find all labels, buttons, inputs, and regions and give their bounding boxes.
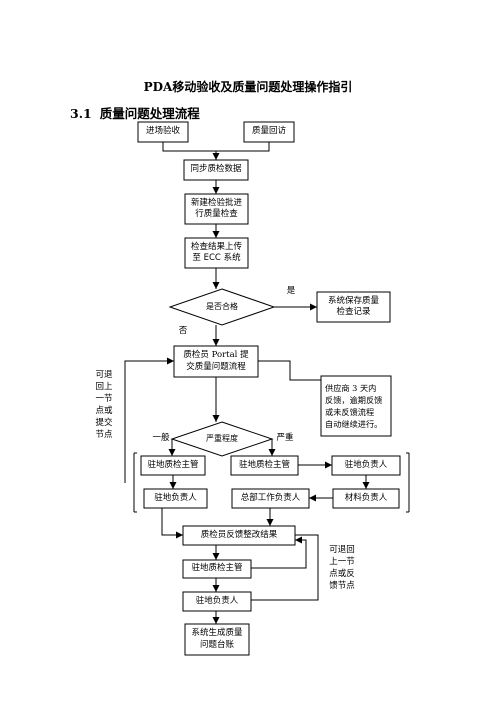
group-bracket-right [406, 452, 410, 513]
intake-label: 进场验收 [145, 126, 180, 137]
back-left-line-1: 可退 [95, 370, 113, 380]
submit-line-1: 质检员 Portal 提 [183, 350, 249, 360]
severity-decision [170, 421, 274, 457]
general-label: 一般 [152, 433, 170, 443]
connector-back-left [124, 357, 174, 483]
site-qc-label-2: 驻地质检主管 [238, 459, 290, 470]
back-left-line-6: 节点 [95, 430, 113, 440]
submit-line-2: 交质量问题流程 [186, 361, 246, 372]
submit-label: 质检员 Portal 提 交质量问题流程 [174, 346, 258, 377]
sync-label: 同步质检数据 [190, 164, 242, 175]
severity-label: 严重程度 [206, 434, 238, 444]
revisit-label: 质量回访 [251, 126, 286, 137]
save-label: 系统保存质量 检查记录 [317, 292, 390, 322]
site-head-bottom-label: 驻地负责人 [195, 595, 239, 606]
yes-label: 是 [286, 286, 296, 296]
upload-line-1: 检查结果上传 [190, 241, 242, 252]
back-left-note: 可退 回上 一节 点或 提交 节点 [92, 369, 116, 441]
qualified-label: 是否合格 [206, 302, 238, 312]
ledger-box [184, 623, 250, 656]
back-left-line-3: 一节 [95, 394, 113, 404]
back-left-line-2: 回上 [95, 382, 113, 392]
section-title: 质量问题处理流程 [99, 106, 200, 121]
new-batch-line-1: 新建检验批进 [190, 197, 242, 208]
supplier-line-1: 供应商 3 天内 [325, 383, 377, 393]
section-heading: 3.1 质量问题处理流程 [70, 103, 200, 122]
group-bracket-left [133, 452, 137, 513]
hq-head-label: 总部工作负责人 [240, 492, 301, 503]
back-right-line-2: 上一节 [329, 557, 355, 567]
no-label: 否 [178, 326, 188, 336]
supplier-line-4: 自动继续进行。 [325, 419, 383, 429]
supplier-line-2: 反馈，逾期反馈 [325, 395, 383, 405]
section-number: 3.1 [70, 106, 92, 121]
save-line-2: 检查记录 [336, 307, 371, 317]
material-head-label: 材料负责人 [344, 492, 388, 503]
site-head-left-box [143, 488, 208, 509]
supplier-line-3: 或未反馈流程 [325, 407, 375, 417]
connector-submit-note [258, 360, 321, 381]
connector-head-feedback [161, 508, 183, 539]
site-qc-label-3: 驻地质检主管 [191, 563, 243, 574]
site-qc-label-1: 驻地质检主管 [147, 459, 199, 470]
ledger-line-2: 问题台账 [199, 639, 234, 650]
save-line-1: 系统保存质量 [327, 295, 379, 306]
document-title: PDA移动验收及质量问题处理操作指引 [143, 80, 353, 94]
connector-back-right-1 [251, 536, 307, 569]
back-right-line-4: 馈节点 [329, 581, 355, 591]
new-batch-label: 新建检验批进 行质量检查 [185, 194, 248, 224]
connector-back-right-2 [251, 534, 319, 601]
back-left-line-4: 点或 [95, 406, 113, 416]
ledger-line-1: 系统生成质量 [191, 628, 243, 638]
supplier-note-box [320, 375, 392, 437]
supplier-note: 供应商 3 天内 反馈，逾期反馈 或未反馈流程 自动继续进行。 [325, 382, 387, 430]
ledger-label: 系统生成质量 问题台账 [185, 624, 249, 655]
site-head-left-label: 驻地负责人 [154, 492, 197, 503]
qualified-decision [168, 288, 276, 326]
upload-box [184, 237, 249, 269]
new-batch-line-2: 行质量检查 [195, 209, 238, 219]
upload-line-2: 至 ECC 系统 [192, 253, 241, 263]
upload-label: 检查结果上传 至 ECC 系统 [185, 238, 248, 268]
connector-revisit-sync [216, 142, 270, 152]
back-right-line-3: 点或反 [329, 569, 355, 579]
save-box [316, 291, 391, 323]
back-right-note: 可退回 上一节 点或反 馈节点 [324, 544, 360, 592]
back-right-line-1: 可退回 [329, 545, 355, 555]
back-left-line-5: 提交 [95, 418, 113, 428]
feedback-label: 质检员反馈整改结果 [200, 529, 278, 540]
connector-intake-sync [162, 142, 220, 160]
serious-label: 严重 [276, 433, 294, 443]
site-head-bottom-box [182, 591, 252, 612]
site-qc-box-3 [182, 559, 252, 579]
site-head-top-label: 驻地负责人 [344, 459, 388, 470]
